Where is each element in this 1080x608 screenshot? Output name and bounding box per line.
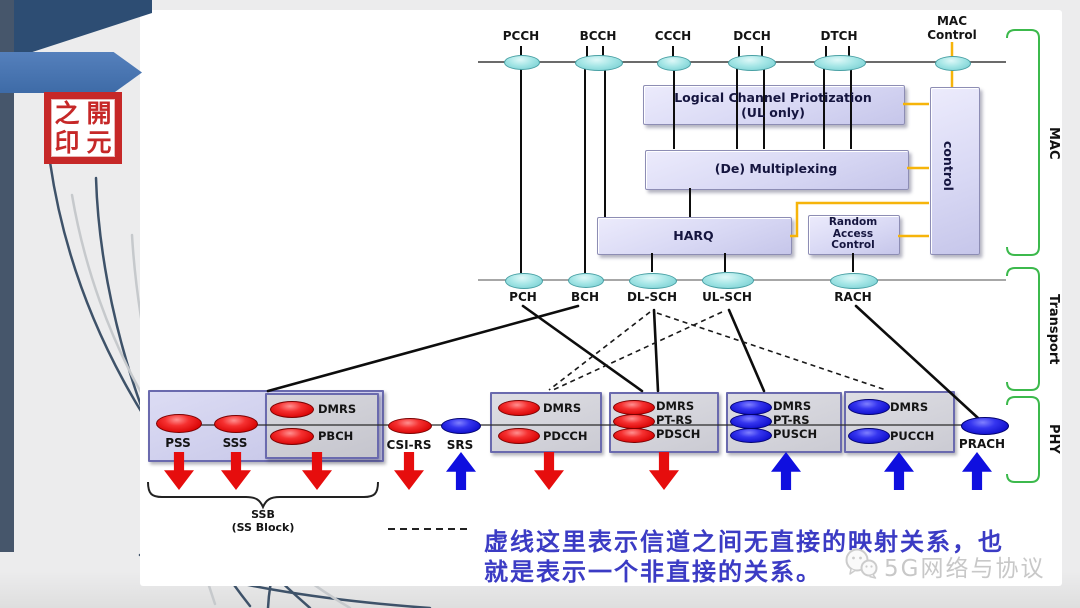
pusch-ptrs-label: PT-RS	[773, 413, 810, 427]
pbch-label: PBCH	[318, 429, 354, 443]
rac-label-line3: Control	[831, 239, 875, 251]
harq-box	[597, 217, 792, 255]
seal-char: 元	[86, 128, 112, 157]
demux-box-label: (De) Multiplexing	[714, 161, 838, 176]
prach-label: PRACH	[958, 437, 1006, 451]
logical-channel-label-dtch: DTCH	[820, 29, 858, 43]
left-accent-bar	[0, 0, 14, 552]
pdsch-ptrs-signal	[613, 414, 655, 429]
rac-label-line1: Random	[828, 216, 878, 228]
lcp-label-line2: (UL only)	[741, 105, 805, 120]
pucch-label: PUCCH	[890, 429, 935, 443]
title-banner-shape	[0, 52, 142, 93]
harq-box-label: HARQ	[673, 228, 714, 243]
lcp-box	[643, 85, 905, 125]
bcch-node	[575, 55, 623, 71]
layer-label-phy: PHY	[1046, 424, 1061, 454]
pdcch-signal	[498, 428, 540, 444]
note-line1: 虚线这里表示信道之间无直接的映射关系，也	[484, 528, 1004, 556]
logical-channel-label-dcch: DCCH	[733, 29, 771, 43]
logical-channel-label-bcch: BCCH	[579, 29, 617, 43]
pusch-dmrs-signal	[730, 400, 772, 415]
pdsch-dmrs-signal	[613, 400, 655, 415]
pucch-signal	[848, 428, 890, 444]
transport-label-pch: PCH	[509, 290, 537, 304]
srs-signal	[441, 418, 481, 434]
prach-signal	[961, 417, 1009, 435]
pdsch-signal	[613, 428, 655, 443]
mac-control-label-line2: Control	[927, 28, 977, 42]
transport-label-ulsch: UL-SCH	[702, 290, 752, 304]
pdcch-dmrs-label: DMRS	[543, 401, 582, 415]
bch-node	[568, 273, 604, 288]
ssb-caption-line1: SSB	[251, 508, 275, 521]
ccch-node	[657, 56, 691, 71]
pdsch-label: PDSCH	[656, 427, 701, 441]
mac-control-label: MAC Control	[916, 14, 988, 42]
srs-label: SRS	[446, 438, 474, 452]
seal-stamp: 之 開 印 元	[44, 92, 122, 164]
pusch-signal	[730, 428, 772, 443]
watermark-text: 5G网络与协议	[884, 556, 1046, 582]
pdcch-label: PDCCH	[543, 429, 588, 443]
logical-channel-label-ccch: CCCH	[654, 29, 692, 43]
demux-box	[645, 150, 909, 190]
transport-label-rach: RACH	[834, 290, 872, 304]
pch-node	[505, 273, 543, 289]
pbch-signal	[270, 428, 314, 445]
csirs-label: CSI-RS	[386, 438, 432, 452]
control-box	[930, 87, 980, 255]
seal-char: 開	[86, 99, 112, 128]
dtch-node	[814, 55, 866, 71]
pdsch-dmrs-label: DMRS	[656, 399, 695, 413]
rac-label-line2: Access	[832, 227, 874, 240]
pusch-ptrs-signal	[730, 414, 772, 429]
transport-label-dlsch: DL-SCH	[626, 290, 678, 304]
lcp-label-line1: Logical Channel Priotization	[674, 90, 872, 105]
pusch-dmrs-label: DMRS	[773, 399, 812, 413]
ulsch-node	[702, 272, 754, 289]
pss-signal	[156, 414, 202, 433]
pdcch-dmrs-signal	[498, 400, 540, 416]
pucch-dmrs-label: DMRS	[890, 400, 929, 414]
sss-label: SSS	[222, 436, 248, 450]
lcp-box-label: Logical Channel Priotization (UL only)	[643, 90, 903, 120]
pusch-label: PUSCH	[773, 427, 818, 441]
mac-control-node	[935, 56, 971, 71]
rach-node	[830, 273, 878, 289]
control-box-label: control	[941, 141, 956, 191]
seal-char: 印	[54, 128, 80, 157]
csirs-signal	[388, 418, 432, 434]
logical-channel-label-pcch: PCCH	[502, 29, 540, 43]
ssb-caption-line2: (SS Block)	[231, 521, 295, 534]
pucch-dmrs-signal	[848, 399, 890, 415]
layer-label-transport: Transport	[1046, 294, 1061, 365]
seal-char: 之	[54, 99, 80, 128]
pss-label: PSS	[165, 436, 191, 450]
dlsch-node	[629, 273, 677, 289]
layer-label-mac: MAC	[1046, 127, 1061, 160]
mac-control-label-line1: MAC	[936, 14, 968, 28]
transport-label-bch: BCH	[571, 290, 599, 304]
pdsch-ptrs-label: PT-RS	[656, 413, 693, 427]
sss-signal	[214, 415, 258, 433]
pcch-node	[504, 55, 540, 70]
note-line2: 就是表示一个非直接的关系。	[484, 558, 822, 586]
dcch-node	[728, 55, 776, 71]
rac-box-label: Random Access Control	[808, 216, 898, 252]
ssb-dmrs-signal	[270, 401, 314, 418]
ssb-dmrs-label: DMRS	[318, 402, 357, 416]
